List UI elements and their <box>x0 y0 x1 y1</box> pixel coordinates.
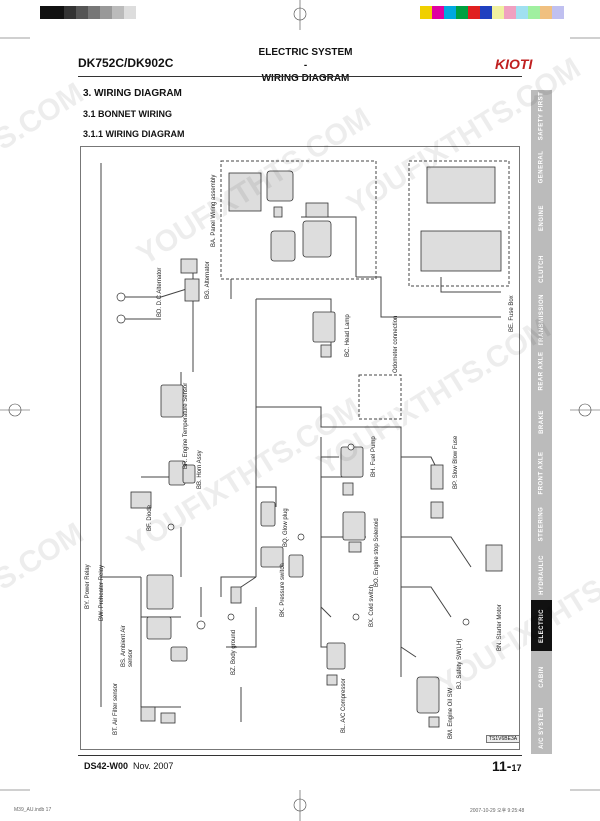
chapter-tab-brake[interactable]: BRAKE <box>531 396 552 448</box>
label-ac-compressor: BL. A/C Compressor <box>341 678 347 733</box>
label-power-relay: BY. Power Relay <box>85 564 91 609</box>
color-swatch <box>100 6 112 19</box>
label-engine-temp-sensor: BR. Engine Temperature Sensor <box>183 382 189 469</box>
chapter-tab-label: CABIN <box>538 666 545 688</box>
color-swatch <box>76 6 88 19</box>
heading-h3: 3.1.1 WIRING DIAGRAM <box>83 129 185 139</box>
heading-h1: 3. WIRING DIAGRAM <box>83 88 182 99</box>
print-timestamp: 2007-10-29 오후 9:25:48 <box>470 808 525 814</box>
label-slow-blow-fuse: BP. Slow Blow Fuse <box>453 435 459 489</box>
footer-doc: DS42-W00 Nov. 2007 <box>84 761 173 771</box>
chapter-tab-a-c-system[interactable]: A/C SYSTEM <box>531 702 552 754</box>
color-swatch <box>432 6 444 19</box>
color-swatch <box>124 6 136 19</box>
chapter-tab-transmission[interactable]: TRANSMISSION <box>531 294 552 346</box>
chapter-tab-label: BRAKE <box>538 410 545 434</box>
chapter-tab-electric[interactable]: ELECTRIC <box>531 600 552 652</box>
brand-logo: KIOTI <box>495 56 533 72</box>
color-swatch <box>468 6 480 19</box>
color-swatch <box>64 6 76 19</box>
chapter-tab-label: ENGINE <box>538 204 545 232</box>
label-alternator: BG. Alternator <box>205 261 211 299</box>
label-body-ground: BZ. Body ground <box>231 629 237 675</box>
chapter-tab-label: REAR AXLE <box>538 351 545 391</box>
chapter-tab-hydraulic[interactable]: HYDRAULIC <box>531 549 552 601</box>
chapter-tab-front-axle[interactable]: FRONT AXLE <box>531 447 552 499</box>
color-swatch <box>456 6 468 19</box>
chapter-tab-steering[interactable]: STEERING <box>531 498 552 550</box>
chapter-tab-label: CLUTCH <box>538 255 545 283</box>
color-swatch <box>552 6 564 19</box>
chapter-tab-label: GENERAL <box>538 150 545 184</box>
chapter-tab-label: FRONT AXLE <box>538 451 545 495</box>
section-header-line2: WIRING DIAGRAM <box>261 73 350 84</box>
label-glow-plug: BQ. Glow plug <box>283 508 289 547</box>
label-ambient-air-sensor: BS. Ambient Air sensor <box>121 625 134 667</box>
chapter-tab-label: A/C SYSTEM <box>538 707 545 749</box>
header-rule <box>78 76 522 77</box>
chapter-tab-rear-axle[interactable]: REAR AXLE <box>531 345 552 397</box>
label-pressure-switch: BK. Pressure switch <box>280 563 286 617</box>
section-header-line1: ELECTRIC SYSTEM - <box>258 47 353 71</box>
page-number-sub: 17 <box>511 763 522 773</box>
chapter-tab-engine[interactable]: ENGINE <box>531 192 552 244</box>
color-swatch <box>528 6 540 19</box>
heading-h2: 3.1 BONNET WIRING <box>83 109 173 119</box>
color-swatch <box>492 6 504 19</box>
chapter-tab-cabin[interactable]: CABIN <box>531 651 552 703</box>
label-odometer: Odometer connection <box>393 315 399 373</box>
page-number: 11-17 <box>492 758 521 774</box>
diagram-code: TS1V6BE3A <box>486 735 521 743</box>
label-dc-alternator: BD. D.C Alternator <box>157 267 163 317</box>
model-title: DK752C/DK902C <box>78 56 174 70</box>
color-swatch <box>88 6 100 19</box>
color-swatch <box>480 6 492 19</box>
wiring-diagram-graphic <box>100 160 510 728</box>
label-preheater-relay: BW. Preheater Relay <box>99 564 105 621</box>
page-number-main: 11- <box>492 758 512 774</box>
color-swatch <box>516 6 528 19</box>
section-header: ELECTRIC SYSTEM - WIRING DIAGRAM <box>258 46 353 85</box>
chapter-tab-label: STEERING <box>538 506 545 542</box>
label-cold-switch: BX. Cold switch <box>369 584 375 627</box>
chapter-tab-safety-first[interactable]: SAFETY FIRST <box>531 90 552 142</box>
footer-doc-number: DS42-W00 <box>84 761 129 771</box>
footer-rule <box>78 755 522 756</box>
color-swatch <box>540 6 552 19</box>
label-head-lamp: BC. Head Lamp <box>345 314 351 357</box>
label-engine-stop: BO. Engine stop Solenoid <box>374 518 380 587</box>
chapter-tab-general[interactable]: GENERAL <box>531 141 552 193</box>
color-swatch <box>40 6 52 19</box>
print-file-info: M39_AU.indb 17 <box>14 807 52 813</box>
wiring-diagram: BA. Panel Wiring assembly BD. D.C Altern… <box>80 146 520 750</box>
chapter-tab-clutch[interactable]: CLUTCH <box>531 243 552 295</box>
color-swatch <box>444 6 456 19</box>
chapter-tab-label: HYDRAULIC <box>538 555 545 595</box>
color-swatch <box>112 6 124 19</box>
color-swatch <box>52 6 64 19</box>
label-air-filter-sensor: BT. Air Filter sensor <box>113 682 119 735</box>
color-swatch <box>420 6 432 19</box>
color-swatch <box>504 6 516 19</box>
footer-date: Nov. 2007 <box>133 761 174 771</box>
